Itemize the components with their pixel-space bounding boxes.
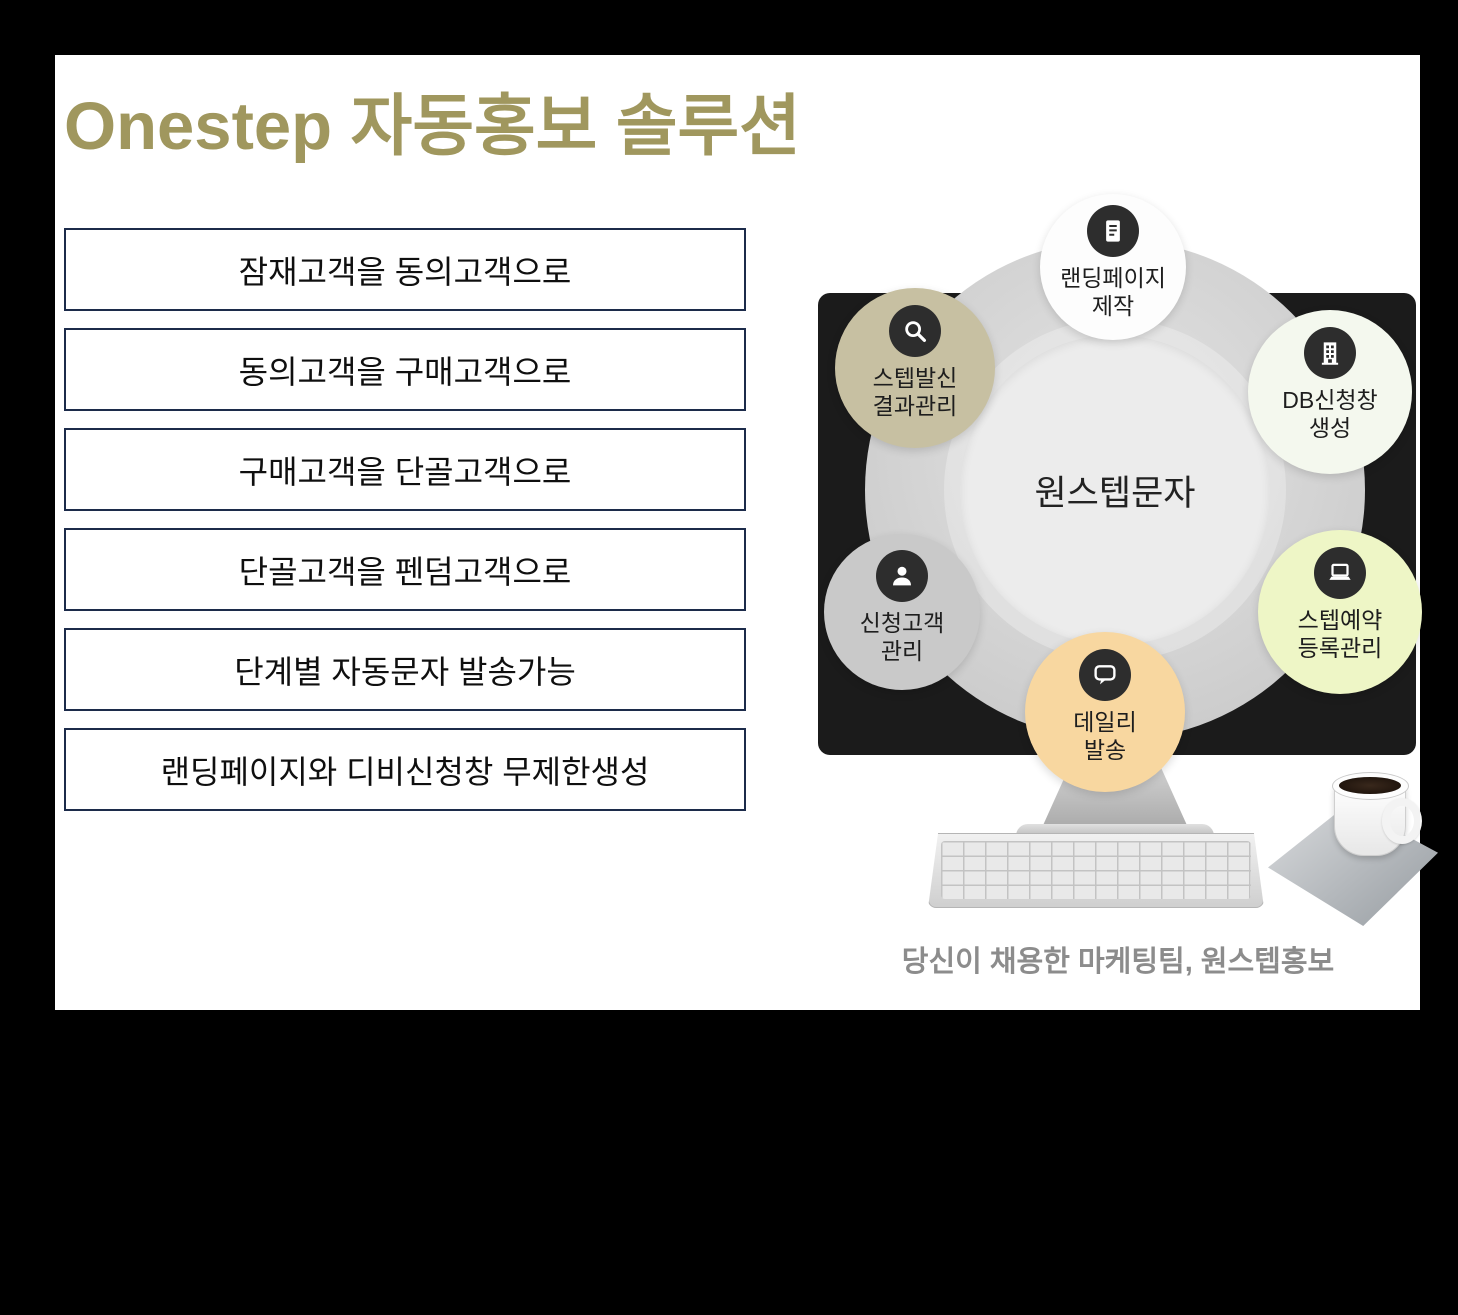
coffee-surface [1339,777,1401,794]
coffee-cup-rim [1332,772,1409,800]
person-icon [876,550,928,602]
badge-label: DB신청창 생성 [1282,387,1378,442]
keyboard-keys [941,841,1251,899]
badge-label: 스텝예약 등록관리 [1297,607,1383,662]
building-icon [1304,327,1356,379]
feature-box-label: 단골고객을 펜덤고객으로 [238,553,572,590]
feature-box-label: 동의고객을 구매고객으로 [238,353,572,390]
feature-box-label: 랜딩페이지와 디비신청창 무제한생성 [160,753,650,790]
badge-step-send-result: 스텝발신 결과관리 [835,288,995,448]
search-icon [889,305,941,357]
feature-box: 동의고객을 구매고객으로 [64,328,746,411]
badge-label: 데일리 발송 [1073,709,1137,764]
tagline-caption: 당신이 채용한 마케팅팀, 원스텝홍보 [901,946,1335,978]
feature-box-label: 잠재고객을 동의고객으로 [238,253,572,290]
feature-box-label: 구매고객을 단골고객으로 [238,453,572,490]
coffee-cup-handle [1382,798,1422,844]
diagram-center-label: 원스텝문자 [1034,473,1196,513]
feature-box: 구매고객을 단골고객으로 [64,428,746,511]
feature-box: 랜딩페이지와 디비신청창 무제한생성 [64,728,746,811]
laptop-icon [1314,547,1366,599]
badge-daily-send: 데일리 발송 [1025,632,1185,792]
badge-label: 스텝발신 결과관리 [872,365,958,420]
keyboard [928,833,1264,908]
badge-landing-page: 랜딩페이지 제작 [1040,194,1186,340]
document-icon [1087,205,1139,257]
page-title: Onestep 자동홍보 솔루션 [64,89,801,164]
badge-db-form-create: DB신청창 생성 [1248,310,1412,474]
feature-box-list: 잠재고객을 동의고객으로 동의고객을 구매고객으로 구매고객을 단골고객으로 단… [64,228,746,811]
badge-label: 신청고객 관리 [859,610,945,665]
feature-box: 단계별 자동문자 발송가능 [64,628,746,711]
badge-customer-management: 신청고객 관리 [824,534,980,690]
feature-box: 잠재고객을 동의고객으로 [64,228,746,311]
chat-bubble-icon [1079,649,1131,701]
feature-box: 단골고객을 펜덤고객으로 [64,528,746,611]
feature-box-label: 단계별 자동문자 발송가능 [234,653,576,690]
coffee-cup [1332,772,1422,864]
diagram-inner-circle: 원스텝문자 [960,335,1270,645]
badge-step-reservation: 스텝예약 등록관리 [1258,530,1422,694]
badge-label: 랜딩페이지 제작 [1060,265,1166,320]
